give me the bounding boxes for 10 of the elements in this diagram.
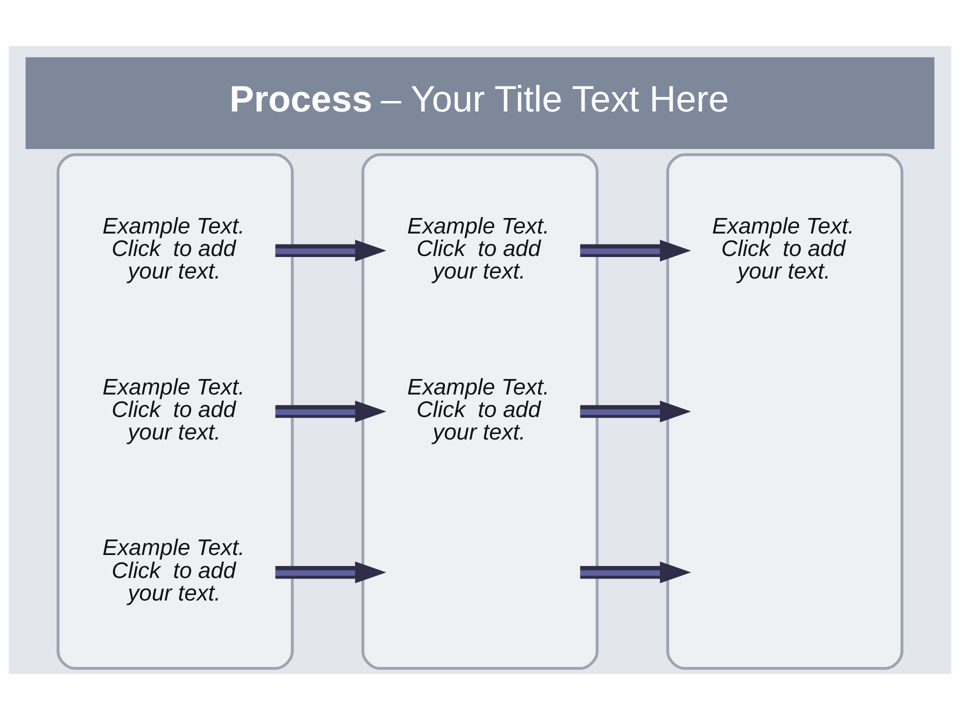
arrow bbox=[275, 240, 386, 262]
node-box: Example Text. Click to add your text. Example Text. Click to add your text. bbox=[361, 153, 599, 670]
arrow bbox=[275, 562, 386, 584]
arrow bbox=[275, 400, 386, 422]
node-box: Example Text. Click to add your text. bbox=[666, 153, 904, 670]
arrow bbox=[580, 562, 692, 584]
diagram-title: Process – Your Title Text Here bbox=[230, 78, 729, 120]
arrow bbox=[580, 240, 692, 262]
node-box: Example Text. Click to add your text. Example Text. Click to add your text. Example Text. Click to add your text. bbox=[56, 153, 294, 670]
arrow bbox=[580, 400, 692, 422]
